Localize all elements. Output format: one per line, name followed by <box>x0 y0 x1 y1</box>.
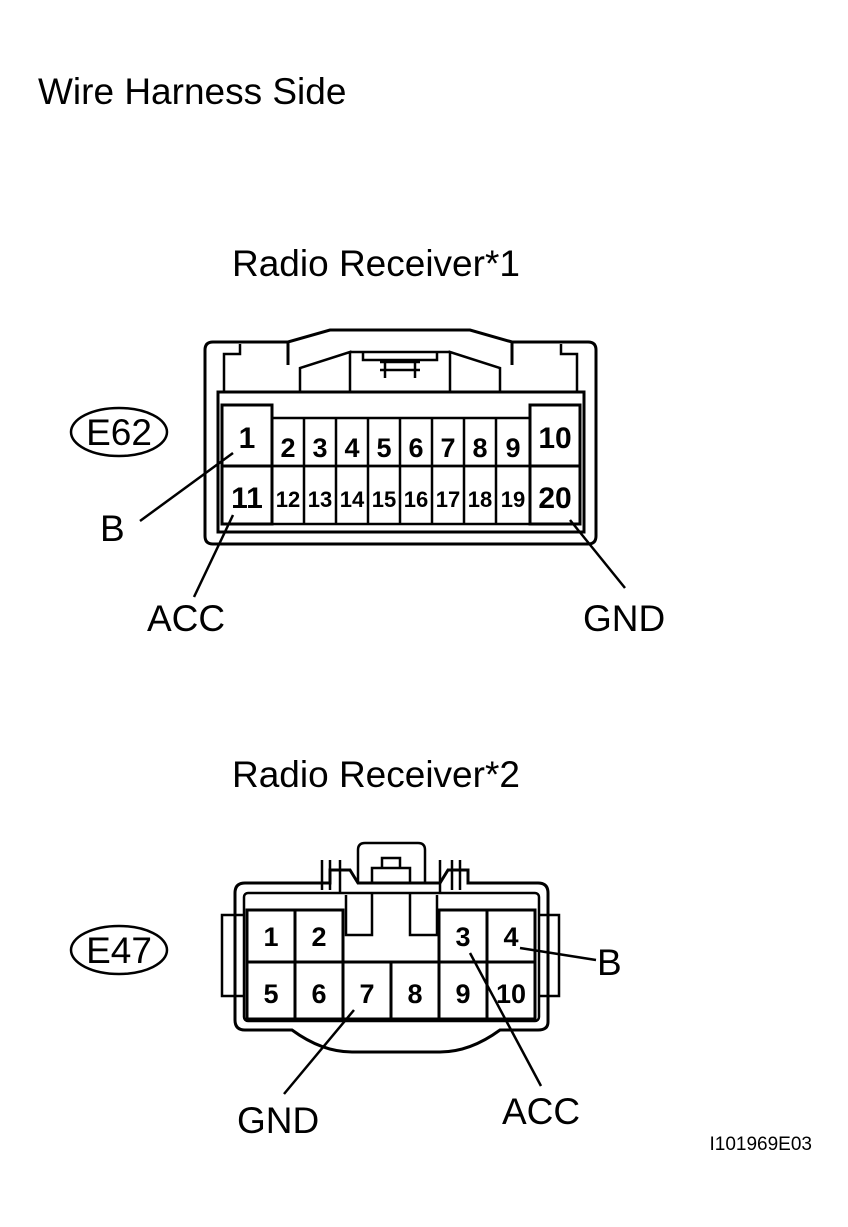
callout-gnd: GND <box>237 1100 319 1141</box>
pin-label: 15 <box>372 487 396 512</box>
pin-label: 13 <box>308 487 332 512</box>
connector-2-title: Radio Receiver*2 <box>232 754 520 795</box>
callout-b: B <box>597 942 622 983</box>
pin-label: 18 <box>468 487 492 512</box>
connector-1-pins: 1 2 3 4 5 6 7 8 9 10 11 12 13 14 15 16 1… <box>220 403 582 526</box>
figure-id: I101969E03 <box>710 1134 813 1155</box>
page-title: Wire Harness Side <box>38 71 346 112</box>
pin-label: 5 <box>263 979 278 1009</box>
pin-label: 1 <box>263 922 278 952</box>
leader-line <box>192 514 235 598</box>
connector-2-code: E47 <box>86 930 152 971</box>
pin-label: 7 <box>359 979 374 1009</box>
pin-label: 8 <box>472 433 487 463</box>
connector-1-code-badge <box>69 406 169 458</box>
leader-line <box>283 1009 355 1095</box>
pin-label: 3 <box>312 433 327 463</box>
pin-label: 6 <box>311 979 326 1009</box>
pin-label: 10 <box>538 422 571 455</box>
pin-label: 11 <box>231 482 263 515</box>
callout-b: B <box>100 508 125 549</box>
pin-label: 3 <box>455 922 470 952</box>
pin-label: 1 <box>239 422 256 455</box>
pin-label: 2 <box>311 922 326 952</box>
connector-1-title: Radio Receiver*1 <box>232 243 520 284</box>
pin-label: 20 <box>538 482 571 515</box>
callout-acc: ACC <box>502 1091 580 1132</box>
pin-label: 9 <box>455 979 470 1009</box>
pin-label: 19 <box>501 487 525 512</box>
callout-gnd: GND <box>583 598 665 639</box>
pin-label: 10 <box>496 979 526 1009</box>
pin-label: 12 <box>276 487 300 512</box>
pin-label: 7 <box>440 433 455 463</box>
pin-label: 9 <box>505 433 520 463</box>
leader-line <box>139 451 234 523</box>
pin-label: 16 <box>404 487 428 512</box>
pin-label: 8 <box>407 979 422 1009</box>
connector-1-code: E62 <box>86 412 152 453</box>
pin-label: 6 <box>408 433 423 463</box>
pin-label: 4 <box>503 922 518 952</box>
pin-label: 5 <box>376 433 391 463</box>
connector-2-housing <box>220 841 561 1054</box>
callout-acc: ACC <box>147 598 225 639</box>
pin-label: 14 <box>340 487 365 512</box>
connector-2-code-badge <box>69 924 169 976</box>
leader-line <box>519 946 597 962</box>
pin-label: 4 <box>344 433 359 463</box>
leader-line <box>468 952 543 1087</box>
leader-line <box>569 519 626 589</box>
pin-label: 17 <box>436 487 460 512</box>
pin-label: 2 <box>280 433 295 463</box>
connector-2-pins: 1 2 3 4 5 6 7 8 9 10 <box>245 908 537 1021</box>
